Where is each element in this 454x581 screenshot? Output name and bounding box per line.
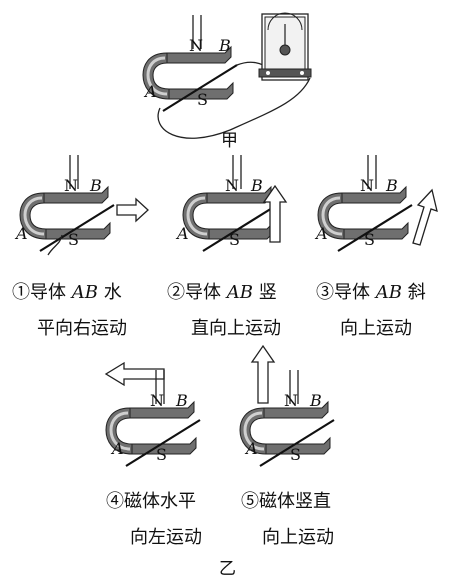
caption-5-line2: 向上运动 [262,527,334,548]
caption-2-line1: ②导体 AB 竖 [167,282,277,303]
caption-3-line1: ③导体 AB 斜 [316,282,426,303]
label-a: A [14,224,28,243]
setup-5: N B A S [238,368,336,468]
label-n: N [189,36,203,55]
horseshoe-magnet-icon [141,13,239,113]
setup-4: N B A S [104,368,202,468]
arrow-up-icon [250,344,276,404]
arrow-up-right-icon [412,188,438,246]
caption-4-line1: ④磁体水平 [106,491,196,512]
setup-jia: N B A S [141,13,239,113]
label-n: N [284,391,298,410]
caption-2-line2: 直向上运动 [191,318,281,339]
figure-label-yi: 乙 [219,559,236,579]
label-b: B [309,391,322,410]
caption-4-line2: 向左运动 [130,527,202,548]
label-n: N [360,176,374,195]
arrow-left-icon [104,361,165,387]
label-b: B [175,391,188,410]
label-n: N [150,391,164,410]
label-a: A [244,439,258,458]
caption-1-line1: ①导体 AB 水 [12,282,122,303]
horseshoe-magnet-icon [18,153,116,253]
label-b: B [218,36,231,55]
label-a: A [314,224,328,243]
label-b: B [250,176,263,195]
label-s: S [197,90,208,109]
label-n: N [225,176,239,195]
setup-1: N B A S [14,153,116,256]
label-b: B [385,176,398,195]
label-a: A [110,439,124,458]
figure-label-jia: 甲 [221,131,238,151]
label-s: S [290,445,301,464]
label-s: S [68,230,79,249]
label-n: N [64,176,78,195]
arrow-up-icon [262,184,288,243]
caption-1-line2: 平向右运动 [37,318,127,339]
arrow-right-icon [116,197,149,223]
label-s: S [364,230,375,249]
galvanometer-icon [258,12,312,81]
label-s: S [156,445,167,464]
label-s: S [229,230,240,249]
caption-3-line2: 向上运动 [340,318,412,339]
setup-3: N B A S [314,153,414,253]
label-b: B [89,176,102,195]
setup-2: N B A S [175,153,279,253]
caption-5-line1: ⑤磁体竖直 [241,491,331,512]
label-a: A [175,224,189,243]
label-a: A [143,82,157,101]
